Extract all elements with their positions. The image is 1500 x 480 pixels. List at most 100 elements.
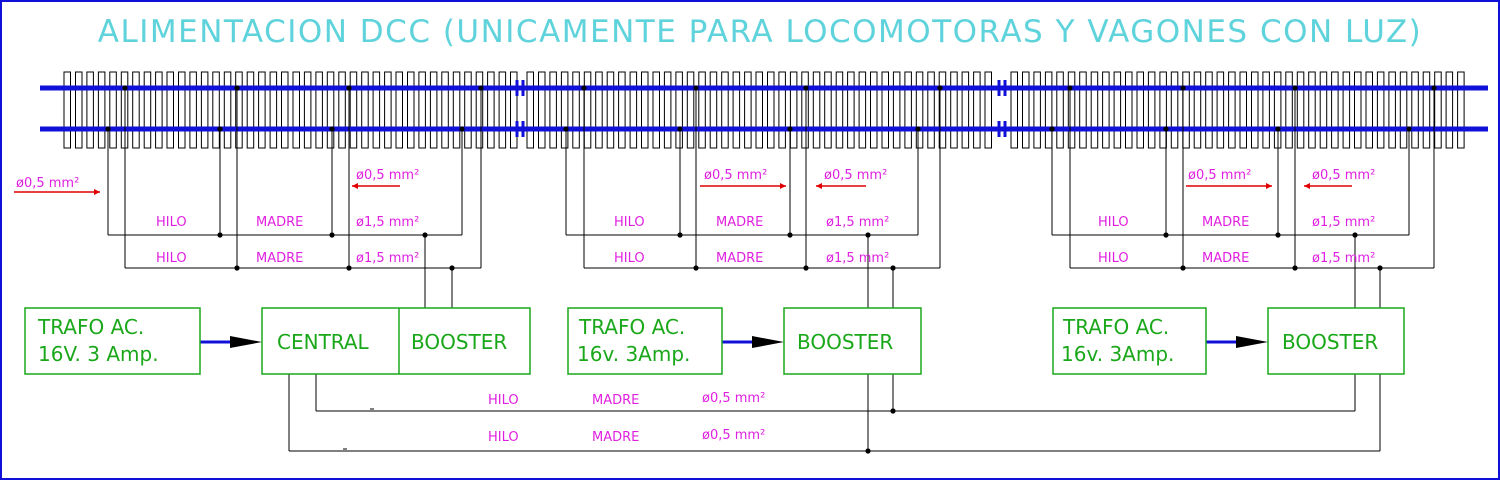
track-tie [1262,71,1270,149]
track-tie [1239,71,1247,149]
track-tie [675,71,683,149]
track-tie [583,71,592,149]
track-tie [1193,71,1202,149]
madre-label: MADRE [256,251,303,266]
track-tie [1010,71,1018,149]
hilo-label: HILO [1098,251,1129,266]
track-tie [1285,71,1293,149]
track-tie [338,71,346,149]
track-tie [767,71,775,149]
wire-gauge-label: ø0,5 mm² [1312,168,1375,183]
track-tie [1342,71,1351,149]
track-tie [1457,71,1465,149]
track-tie [86,71,94,149]
track-tie [618,71,626,149]
madre-label: MADRE [256,215,303,230]
track-tie [132,71,140,149]
trafo-1-line1: TRAFO AC. [37,315,144,339]
booster-1-label: BOOSTER [411,330,507,354]
track-tie [1354,71,1362,149]
hilo-label: HILO [156,251,187,266]
track-tie [75,71,83,149]
madre-label: MADRE [1202,251,1249,266]
track-tie [1022,71,1030,149]
track-tie [686,71,695,149]
hilo-label: HILO [156,215,187,230]
track-tie [1136,71,1144,149]
track-tie [1033,71,1041,149]
track-tie [349,71,358,149]
track-tie [892,71,901,149]
track-tie [372,71,381,149]
hilo-label: HILO [614,251,645,266]
madre-label: MADRE [716,251,763,266]
track-tie [663,71,672,149]
track-tie [1296,71,1305,149]
track-tie [326,71,335,149]
wire-gauge-label: ø0,5 mm² [702,391,765,406]
track-tie [269,71,278,149]
track-tie [246,71,255,149]
track-tie [641,71,649,149]
track-ties [63,71,1465,149]
arrow-icon [780,183,786,189]
wire-gauge-label: ø1,5 mm² [826,215,889,230]
track-tie [938,71,947,149]
track-tie [1159,71,1167,149]
power-feed-arrows [200,336,1268,348]
track-tie [549,71,557,149]
track-tie [1090,71,1099,149]
track-tie [824,71,832,149]
track-tie [1399,71,1408,149]
track-tie [475,71,484,149]
track-tie [1067,71,1076,149]
track-tie [881,71,889,149]
hilo-label: HILO [488,393,519,408]
track-tie [487,71,495,149]
wire-gauge-label: ø0,5 mm² [1188,168,1251,183]
track-tie [200,71,209,149]
trafo-3-line1: TRAFO AC. [1062,315,1169,339]
wire-gauge-label: ø0,5 mm² [824,168,887,183]
track-tie [63,71,71,149]
hilo-label: HILO [1098,215,1129,230]
track-tie [961,71,970,149]
booster-2-label: BOOSTER [797,330,893,354]
track-tie [452,71,461,149]
section-1-labels: ø0,5 mm² ø0,5 mm² HILO MADRE ø1,5 mm² HI… [16,168,419,266]
track-tie [973,71,981,149]
track-tie [698,71,706,149]
track-tie [464,71,472,149]
track-tie [778,71,786,149]
trafo-3-box: TRAFO AC. 16v. 3Amp. [1052,307,1207,375]
track-tie [1102,71,1110,149]
track-tie [526,71,534,149]
track-tie [258,71,266,149]
track-tie [572,71,580,149]
track-tie [315,71,323,149]
track-tie [498,71,507,149]
track-tie [858,71,867,149]
track-tie [595,71,603,149]
track-tie [709,71,718,149]
track-tie [407,71,415,149]
track-rails [40,85,1488,132]
madre-label: MADRE [1202,215,1249,230]
track-tie [212,71,220,149]
track-tie [1205,71,1213,149]
red-gauge-arrows [14,183,1352,195]
track-tie [1388,71,1396,149]
track-tie [1079,71,1087,149]
track-tie [904,71,912,149]
track-tie [1422,71,1431,149]
track-tie [109,71,117,149]
wire-gauge-label: ø1,5 mm² [356,251,419,266]
central-booster-box: CENTRAL BOOSTER [261,307,531,375]
track-tie [560,71,569,149]
track-tie [1044,71,1053,149]
track-tie [744,71,752,149]
arrow-head-icon [752,336,784,348]
bottom-bus-labels: HILO MADRE ø0,5 mm² HILO MADRE ø0,5 mm² [488,391,765,445]
